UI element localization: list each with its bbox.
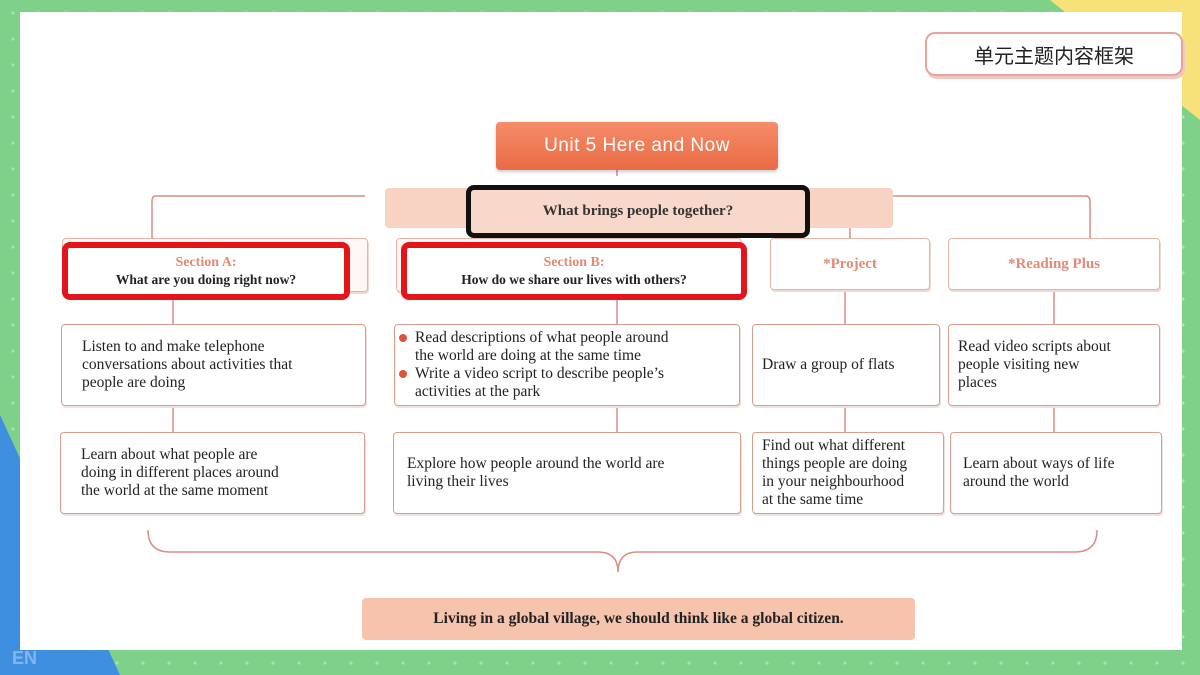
big-question: What brings people together?: [466, 185, 810, 238]
section-b-question: How do we share our lives with others?: [461, 271, 687, 287]
section-b-header: Section B: How do we share our lives wit…: [401, 242, 747, 300]
reading-plus-goal-1: Read video scripts about people visiting…: [948, 324, 1160, 406]
project-goal-1: Draw a group of flats: [752, 324, 940, 406]
project-header: *Project: [770, 238, 930, 290]
bullet-icon: [399, 334, 407, 342]
unit-title: Unit 5 Here and Now: [496, 122, 778, 170]
list-item: Read descriptions of what people around …: [399, 329, 669, 365]
section-b-name: Section B:: [543, 254, 605, 270]
section-b-goal-1: Read descriptions of what people around …: [394, 324, 740, 406]
connector-lines: [147, 158, 1098, 573]
bullet-icon: [399, 370, 407, 378]
section-a-goal-2: Learn about what people are doing in dif…: [60, 432, 365, 514]
reading-plus-goal-2: Learn about ways of life around the worl…: [950, 432, 1162, 514]
conclusion: Living in a global village, we should th…: [362, 598, 915, 640]
section-a-question: What are you doing right now?: [115, 271, 297, 287]
watermark: EN: [12, 648, 38, 668]
section-a-name: Section A:: [175, 254, 237, 270]
section-a-header: Section A: What are you doing right now?: [62, 242, 350, 300]
section-b-goal-2: Explore how people around the world are …: [393, 432, 741, 514]
list-item: Write a video script to describe people’…: [399, 365, 669, 401]
project-goal-2: Find out what different things people ar…: [752, 432, 944, 514]
section-a-goal-1: Listen to and make telephone conversatio…: [61, 324, 366, 406]
slide: 单元主题内容框架 Unit 5 Here and Now What brings…: [20, 12, 1183, 650]
reading-plus-header: *Reading Plus: [948, 238, 1160, 290]
frame-title: 单元主题内容框架: [925, 32, 1183, 76]
